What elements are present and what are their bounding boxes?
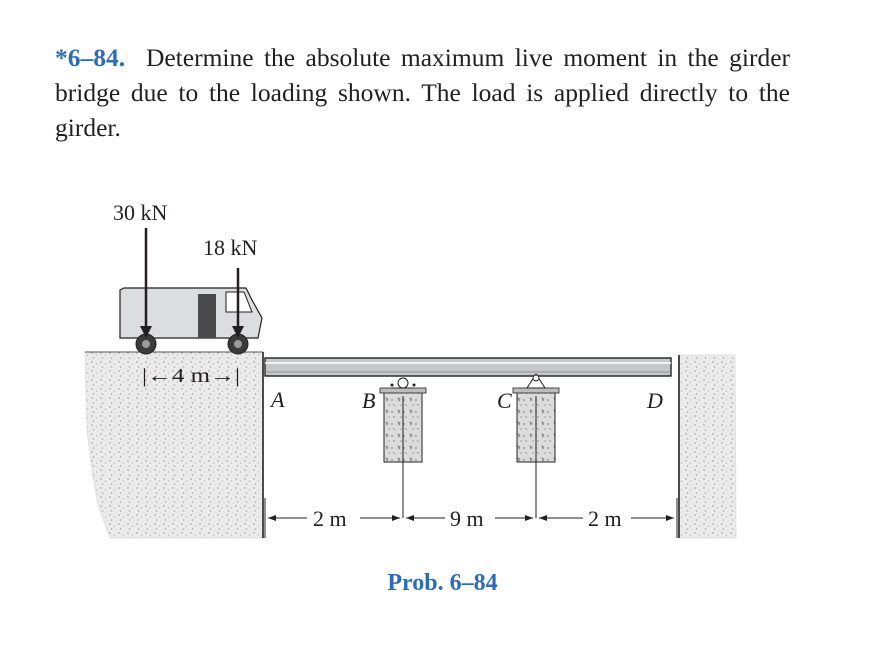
load-30kn-label: 30 kN	[113, 200, 168, 225]
load-18kn-label: 18 kN	[203, 235, 258, 260]
point-d-label: D	[646, 388, 663, 413]
span-cd-label: 2 m	[588, 506, 622, 531]
span-ab-label: 2 m	[313, 506, 347, 531]
load-18kn-arrow	[232, 268, 244, 338]
span-dimensions	[264, 498, 678, 538]
axle-spacing-label: |←4 m→|	[142, 365, 240, 387]
problem-number: *6–84.	[55, 43, 126, 72]
point-c-label: C	[497, 388, 512, 413]
span-bc-label: 9 m	[450, 506, 484, 531]
load-30kn-arrow	[140, 228, 152, 338]
girder	[264, 357, 672, 377]
right-abutment	[678, 354, 737, 539]
problem-text: Determine the absolute maximum live mome…	[55, 43, 791, 142]
point-a-label: A	[269, 387, 285, 412]
truck	[119, 287, 263, 355]
figure-caption: Prob. 6–84	[387, 570, 498, 596]
problem-statement: *6–84. Determine the absolute maximum li…	[55, 40, 790, 145]
pier-c	[512, 373, 560, 518]
point-b-label: B	[362, 388, 375, 413]
pier-b	[379, 377, 427, 518]
